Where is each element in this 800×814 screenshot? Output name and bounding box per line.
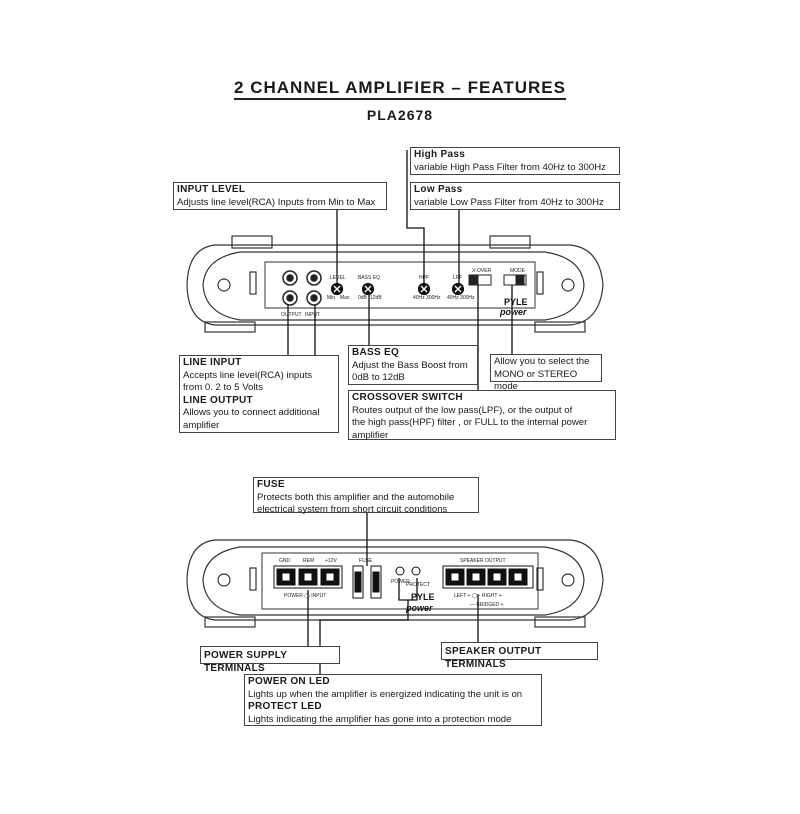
- protect-led-body: Lights indicating the amplifier has gone…: [248, 713, 512, 725]
- fuse-label: FUSE: [359, 558, 373, 564]
- model-number: PLA2678: [366, 107, 434, 123]
- input-level-body: Adjusts line level(RCA) Inputs from Min …: [177, 196, 376, 208]
- level-label: LEVEL: [330, 275, 346, 281]
- fuses: [352, 565, 382, 599]
- protect-led-heading: PROTECT LED: [248, 701, 322, 712]
- lpf-range-label: 40Hz 300Hz: [447, 295, 475, 301]
- callout-line-input-output: LINE INPUT Accepts line level(RCA) input…: [179, 355, 339, 433]
- callout-mode: Allow you to select the MONO or STEREO m…: [490, 354, 602, 392]
- speaker-output-label: SPEAKER OUTPUT: [460, 558, 506, 564]
- protect-led-label: PROTECT: [406, 582, 430, 588]
- callout-fuse: FUSE Protects both this amplifier and th…: [253, 477, 479, 515]
- crossover-heading: CROSSOVER SWITCH: [352, 392, 463, 403]
- callout-input-level: INPUT LEVEL Adjusts line level(RCA) Inpu…: [173, 182, 387, 210]
- speaker-output-heading: SPEAKER OUTPUT TERMINALS: [445, 646, 542, 670]
- mode-label: MODE: [510, 268, 526, 274]
- callout-speaker-output: SPEAKER OUTPUT TERMINALS: [441, 642, 598, 670]
- brand-logo-top: PYLE: [504, 297, 528, 307]
- line-output-heading: LINE OUTPUT: [183, 394, 253, 406]
- line-output-body: Allows you to connect additional amplifi…: [183, 407, 320, 431]
- input-level-heading: INPUT LEVEL: [177, 184, 246, 195]
- power-led-body: Lights up when the amplifier is energize…: [248, 688, 523, 700]
- power-led-heading: POWER ON LED: [248, 676, 330, 687]
- bottom-amplifier-panel: [186, 539, 604, 628]
- power-led-label: POWER: [391, 579, 410, 585]
- brand-sub-bottom: power: [405, 603, 433, 613]
- low-pass-body: variable Low Pass Filter from 40Hz to 30…: [414, 196, 604, 208]
- bass-12-label: 12dB: [370, 295, 382, 301]
- callout-leds: POWER ON LED Lights up when the amplifie…: [244, 674, 542, 726]
- power-input-label: POWER ◯ INPUT: [284, 593, 326, 599]
- crossover-body: Routes output of the low pass(LPF), or t…: [352, 404, 588, 441]
- mode-body: Allow you to select the MONO or STEREO m…: [494, 356, 590, 392]
- leds: [395, 566, 421, 576]
- power-supply-heading: POWER SUPPLY TERMINALS: [204, 650, 288, 674]
- callout-bass-eq: BASS EQ Adjust the Bass Boost from 0dB t…: [348, 345, 478, 385]
- output-label: OUTPUT: [281, 312, 302, 318]
- rca-jacks: [282, 270, 322, 306]
- switches: [468, 274, 527, 286]
- bass-eq-body: Adjust the Bass Boost from 0dB to 12dB: [352, 359, 468, 384]
- speaker-terminals: [442, 565, 534, 589]
- callout-crossover: CROSSOVER SWITCH Routes output of the lo…: [348, 390, 616, 441]
- hpf-range-label: 40Hz 300Hz: [413, 295, 441, 301]
- fuse-body: Protects both this amplifier and the aut…: [257, 491, 455, 516]
- low-pass-heading: Low Pass: [414, 184, 463, 195]
- callout-high-pass: High Pass variable High Pass Filter from…: [410, 147, 620, 175]
- level-max-label: Max: [340, 295, 350, 301]
- high-pass-heading: High Pass: [414, 149, 466, 160]
- bass-0-label: 0dB: [358, 295, 368, 301]
- callout-power-supply: POWER SUPPLY TERMINALS: [200, 646, 340, 674]
- brand-logo-bottom: PYLE: [411, 592, 435, 602]
- input-label: INPUT: [305, 312, 320, 318]
- rem-label: REM: [303, 558, 314, 564]
- brand-sub-top: power: [499, 307, 527, 317]
- xover-label: X-OVER: [472, 268, 492, 274]
- level-min-label: Min: [327, 295, 335, 301]
- line-input-heading: LINE INPUT: [183, 357, 242, 368]
- top-amplifier-panel: [186, 235, 604, 333]
- bridged-label: — BRIDGED +: [470, 602, 504, 608]
- fuse-heading: FUSE: [257, 479, 285, 490]
- bass-eq-label: BASS EQ: [358, 275, 380, 281]
- high-pass-body: variable High Pass Filter from 40Hz to 3…: [414, 161, 606, 173]
- lpf-label: LPF: [453, 275, 462, 281]
- power-terminals: [273, 565, 343, 589]
- knobs: [330, 282, 465, 296]
- page-title: 2 CHANNEL AMPLIFIER – FEATURES: [0, 78, 800, 100]
- callout-low-pass: Low Pass variable Low Pass Filter from 4…: [410, 182, 620, 210]
- line-input-body: Accepts line level(RCA) inputs from 0. 2…: [183, 369, 313, 394]
- bass-eq-heading: BASS EQ: [352, 347, 400, 358]
- gnd-label: GND: [279, 558, 291, 564]
- plus12v-label: +12V: [325, 558, 337, 564]
